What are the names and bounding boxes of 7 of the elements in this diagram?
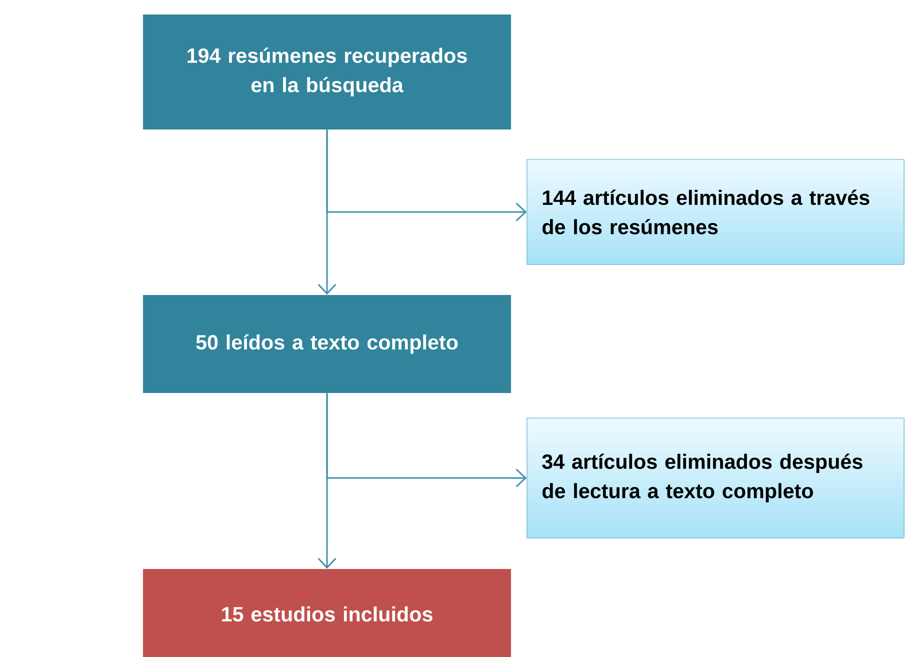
exclusion-box: 34 artículos eliminados después de lectura a texto completo bbox=[526, 418, 904, 538]
process-box: 50 leídos a texto completo bbox=[143, 295, 511, 393]
exclusion-box: 144 artículos eliminados a través de los resúmenes bbox=[526, 159, 904, 265]
arrow bbox=[326, 130, 527, 222]
process-box: 194 resúmenes recuperados en la búsqueda bbox=[143, 14, 511, 130]
arrow bbox=[326, 393, 527, 488]
result-box: 15 estudios incluidos bbox=[143, 569, 511, 657]
